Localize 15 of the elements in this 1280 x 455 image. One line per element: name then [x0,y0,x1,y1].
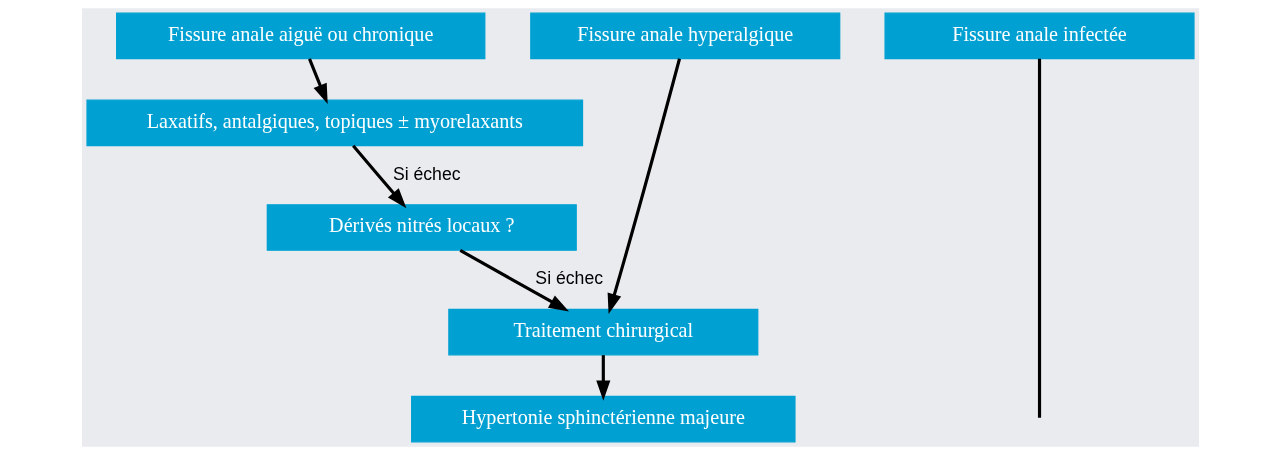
arrow [459,249,569,312]
node-box: Hypertonie sphinctérienne majeure [410,395,796,443]
node-box: Traitement chirurgical [447,308,758,356]
node-box: Fissure anale hyperalgique [529,12,840,60]
arrow [595,355,610,401]
arrow [351,144,406,209]
connector [1037,58,1041,418]
edge-label: Si échec [392,163,461,184]
node-box: Dérivés nitrés locaux ? [266,204,577,251]
node-box: Fissure anale infectée [883,12,1195,60]
node-box: Fissure anale aiguë ou chronique [115,12,485,60]
edge-label: Si échec [534,268,603,289]
node-box: Laxatifs, antalgiques, topiques ± myorelaxants [85,99,583,147]
arrow [307,58,328,105]
arrow [607,58,681,314]
